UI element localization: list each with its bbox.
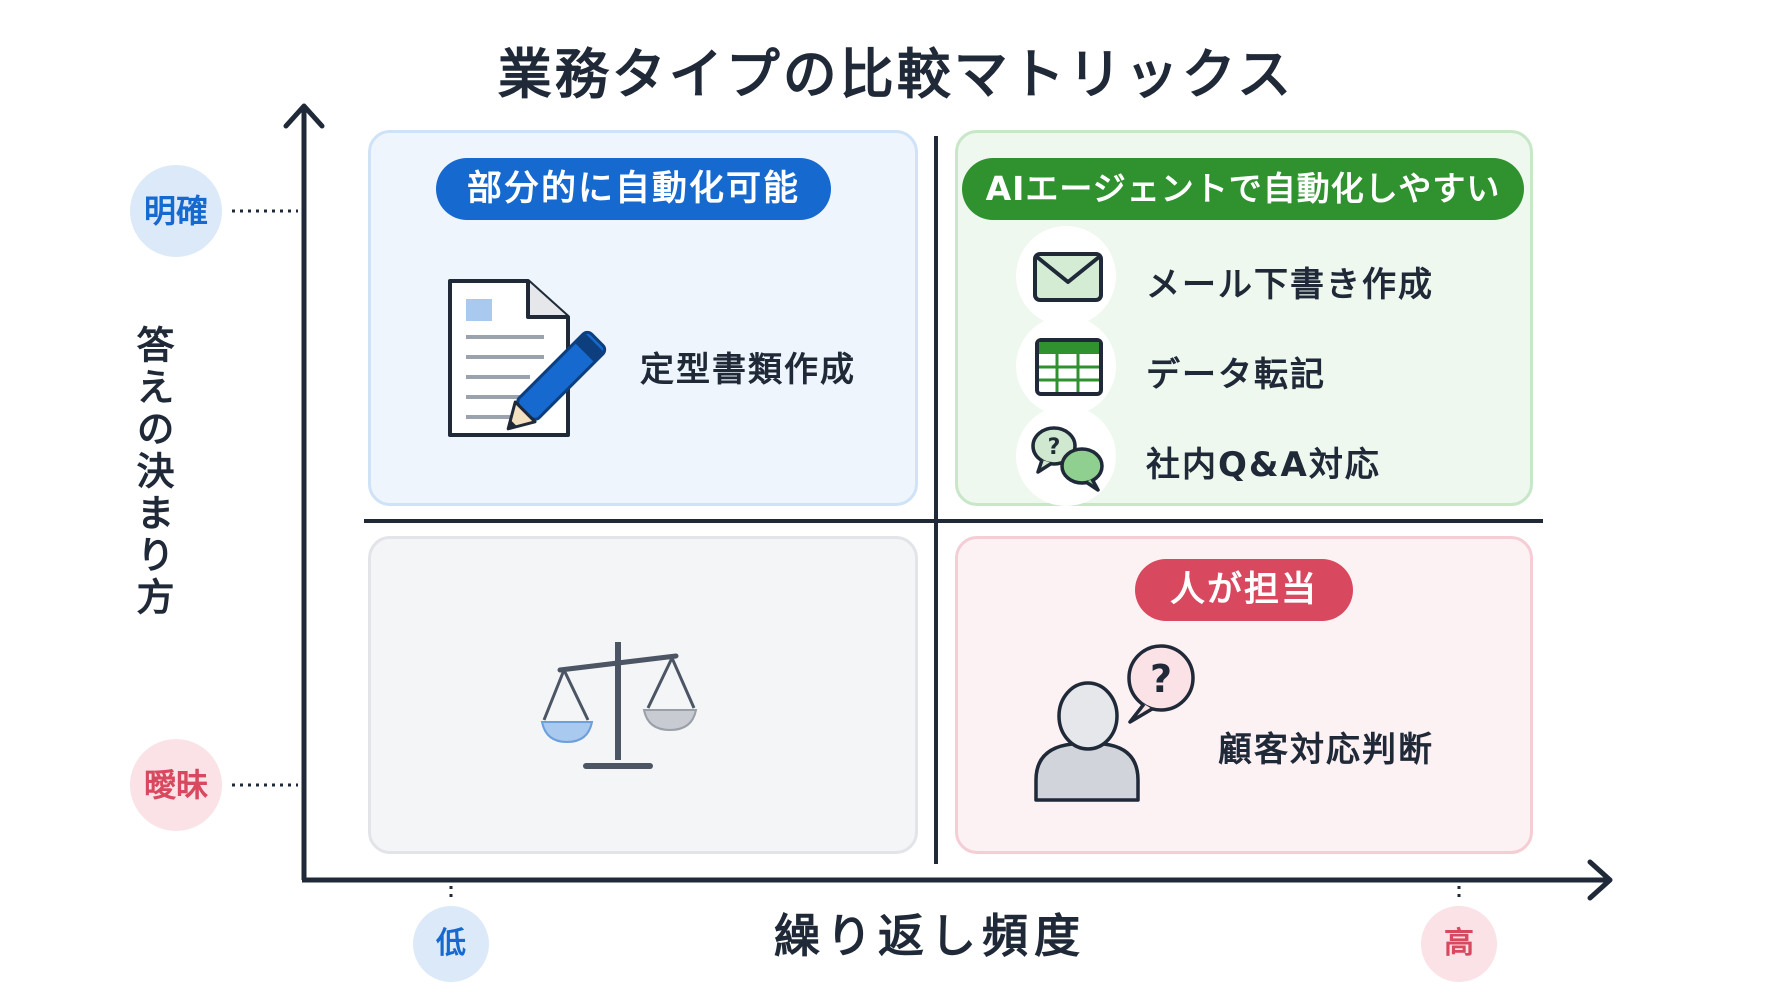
y-high-badge: 明確 <box>130 165 222 257</box>
quadrant-bottom-left <box>368 536 918 854</box>
y-low-badge: 曖昧 <box>130 739 222 831</box>
diagram-title: 業務タイプの比較マトリックス <box>497 43 1295 106</box>
quadrant-bottom-right-heading: 人が担当 <box>1135 559 1353 621</box>
chat-bubbles-icon-circle: ? <box>1016 406 1116 506</box>
item-customer-judgment: 顧客対応判断 <box>1218 730 1434 770</box>
y-axis-label: 答えの決まり方 <box>130 325 174 619</box>
mail-icon <box>1033 252 1103 302</box>
item-email-draft: メール下書き作成 <box>1146 265 1434 305</box>
x-high-badge: 高 <box>1421 906 1497 982</box>
svg-text:?: ? <box>1150 657 1172 701</box>
item-data-transfer: データ転記 <box>1146 355 1326 395</box>
chat-bubbles-icon: ? <box>1031 426 1104 492</box>
x-low-badge: 低 <box>413 906 489 982</box>
x-axis-label: 繰り返し頻度 <box>774 909 1086 963</box>
spreadsheet-icon <box>1035 338 1103 396</box>
person-question-icon: ? <box>1034 644 1195 802</box>
quadrant-top-right-heading: AIエージェントで自動化しやすい <box>962 158 1524 220</box>
document-pen-icon <box>448 279 607 437</box>
spreadsheet-icon-circle <box>1016 316 1116 416</box>
balance-scale-icon <box>540 642 698 769</box>
y-axis-arrow <box>283 103 325 129</box>
item-internal-qa: 社内Q&A対応 <box>1146 445 1381 485</box>
svg-text:?: ? <box>1048 435 1061 460</box>
mail-icon-circle <box>1016 226 1116 326</box>
x-axis-arrow <box>1587 859 1613 901</box>
item-document-creation: 定型書類作成 <box>640 350 856 390</box>
quadrant-top-left-heading: 部分的に自動化可能 <box>436 158 831 220</box>
